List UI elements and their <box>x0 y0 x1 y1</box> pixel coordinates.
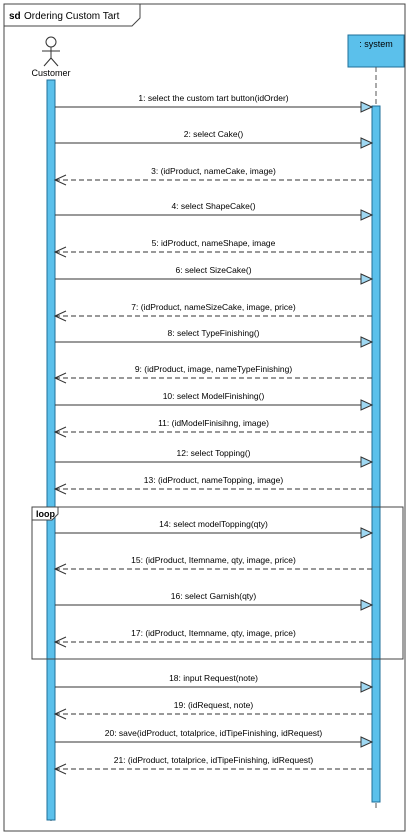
arrowhead-right-icon <box>360 399 374 411</box>
message-9: 9: (idProduct, image, nameTypeFinishing) <box>53 364 372 384</box>
arrowhead-left-icon <box>53 372 67 384</box>
diagram-frame <box>3 3 406 832</box>
message-17: 17: (idProduct, Itemname, qty, image, pr… <box>53 628 372 648</box>
arrowhead-right-icon <box>360 209 374 221</box>
system-name: : system <box>359 39 393 49</box>
message-label: 9: (idProduct, image, nameTypeFinishing) <box>135 364 292 374</box>
messages: 1: select the custom tart button(idOrder… <box>53 93 374 775</box>
arrowhead-right-icon <box>360 736 374 748</box>
arrowhead-right-icon <box>360 273 374 285</box>
message-13: 13: (idProduct, nameTopping, image) <box>53 475 372 495</box>
arrowhead-right-icon <box>360 681 374 693</box>
arrowhead-left-icon <box>53 246 67 258</box>
message-4: 4: select ShapeCake() <box>55 201 374 221</box>
frame-title-tab <box>3 3 141 27</box>
message-label: 8: select TypeFinishing() <box>168 328 260 338</box>
message-3: 3: (idProduct, nameCake, image) <box>53 166 372 186</box>
message-label: 14: select modelTopping(qty) <box>159 519 268 529</box>
frame-keyword: sd <box>9 11 21 22</box>
message-label: 2: select Cake() <box>184 129 244 139</box>
loop-fragment-tab <box>31 506 59 521</box>
arrowhead-right-icon <box>360 599 374 611</box>
customer-activation-bar <box>46 79 56 821</box>
arrowhead-right-icon <box>360 137 374 149</box>
arrowhead-left-icon <box>53 426 67 438</box>
message-label: 15: (idProduct, Itemname, qty, image, pr… <box>131 555 296 565</box>
arrowhead-left-icon <box>53 563 67 575</box>
message-19: 19: (idRequest, note) <box>53 700 372 720</box>
message-15: 15: (idProduct, Itemname, qty, image, pr… <box>53 555 372 575</box>
message-label: 17: (idProduct, Itemname, qty, image, pr… <box>131 628 296 638</box>
message-20: 20: save(idProduct, totalprice, idTipeFi… <box>55 728 374 748</box>
message-label: 1: select the custom tart button(idOrder… <box>138 93 288 103</box>
message-10: 10: select ModelFinishing() <box>55 391 374 411</box>
arrowhead-right-icon <box>360 336 374 348</box>
message-label: 21: (idProduct, totalprice, idTipeFinish… <box>114 755 314 765</box>
arrowhead-left-icon <box>53 174 67 186</box>
arrowhead-right-icon <box>360 101 374 113</box>
message-16: 16: select Garnish(qty) <box>55 591 374 611</box>
message-label: 18: input Request(note) <box>169 673 258 683</box>
message-6: 6: select SizeCake() <box>55 265 374 285</box>
arrowhead-right-icon <box>360 456 374 468</box>
arrowhead-left-icon <box>53 763 67 775</box>
message-label: 13: (idProduct, nameTopping, image) <box>144 475 284 485</box>
arrowhead-right-icon <box>360 527 374 539</box>
arrowhead-left-icon <box>53 310 67 322</box>
message-21: 21: (idProduct, totalprice, idTipeFinish… <box>53 755 372 775</box>
message-2: 2: select Cake() <box>55 129 374 149</box>
frame-title: Ordering Custom Tart <box>24 11 120 22</box>
message-label: 20: save(idProduct, totalprice, idTipeFi… <box>105 728 323 738</box>
arrowhead-left-icon <box>53 708 67 720</box>
message-label: 3: (idProduct, nameCake, image) <box>151 166 276 176</box>
message-7: 7: (idProduct, nameSizeCake, image, pric… <box>53 302 372 322</box>
message-label: 11: (idModelFinisihng, image) <box>158 418 269 428</box>
arrowhead-left-icon <box>53 636 67 648</box>
message-label: 10: select ModelFinishing() <box>163 391 265 401</box>
message-1: 1: select the custom tart button(idOrder… <box>55 93 374 113</box>
loop-fragment <box>31 506 404 660</box>
message-label: 5: idProduct, nameShape, image <box>152 238 276 248</box>
message-label: 12: select Topping() <box>176 448 250 458</box>
message-12: 12: select Topping() <box>55 448 374 468</box>
actor-name: Customer <box>31 68 70 78</box>
message-label: 4: select ShapeCake() <box>171 201 255 211</box>
message-label: 19: (idRequest, note) <box>174 700 254 710</box>
system-activation-bar <box>371 105 381 803</box>
message-18: 18: input Request(note) <box>55 673 374 693</box>
arrowhead-left-icon <box>53 483 67 495</box>
message-11: 11: (idModelFinisihng, image) <box>53 418 372 438</box>
message-label: 6: select SizeCake() <box>175 265 251 275</box>
message-5: 5: idProduct, nameShape, image <box>53 238 372 258</box>
message-14: 14: select modelTopping(qty) <box>55 519 374 539</box>
message-label: 16: select Garnish(qty) <box>171 591 257 601</box>
loop-label: loop <box>36 509 55 519</box>
message-8: 8: select TypeFinishing() <box>55 328 374 348</box>
message-label: 7: (idProduct, nameSizeCake, image, pric… <box>131 302 296 312</box>
customer-actor-icon <box>42 36 60 67</box>
